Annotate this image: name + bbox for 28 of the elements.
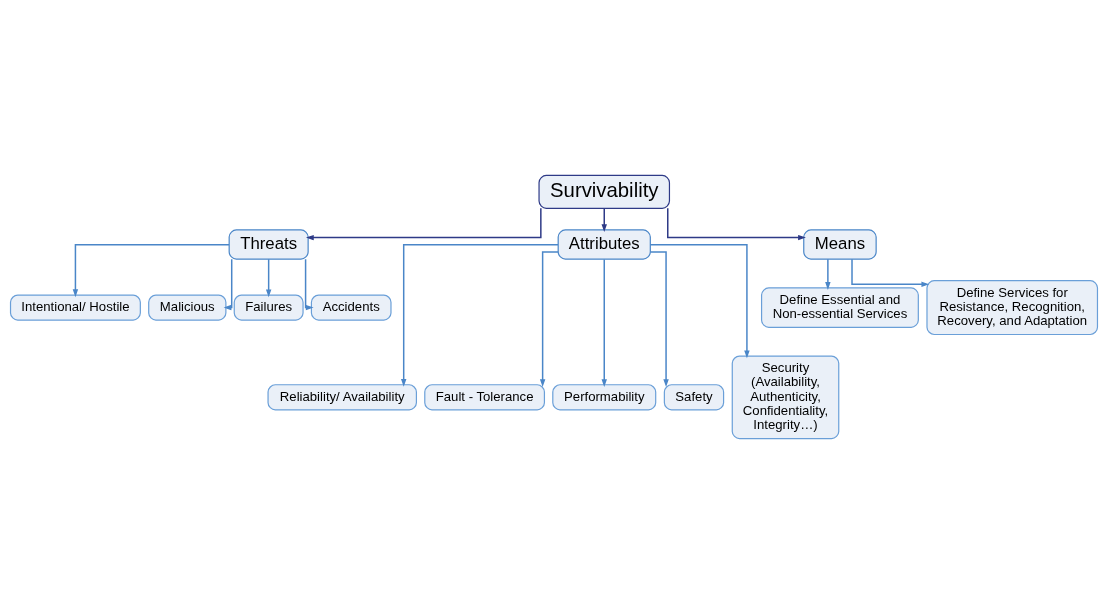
- arrow: [649, 243, 750, 358]
- arrow: [72, 243, 230, 297]
- node-box: Fault - Tolerance: [424, 383, 546, 410]
- arrow: [667, 207, 806, 240]
- node-box: Define Essential and Non-essential Services: [761, 286, 919, 328]
- arrow: [601, 258, 607, 387]
- node-box: Attributes: [557, 228, 651, 260]
- arrow: [265, 258, 272, 297]
- node-box: Malicious: [148, 293, 227, 321]
- node-box: Define Services for Resistance, Recognition, Recovery, and Adaptation: [926, 279, 1099, 335]
- arrow: [539, 250, 559, 387]
- node-box: Survivability: [538, 174, 671, 209]
- arrow: [304, 258, 314, 310]
- node-box: Failures: [233, 293, 304, 321]
- node-box: Safety: [663, 383, 725, 410]
- node-box: Intentional/ Hostile: [9, 293, 141, 321]
- arrow: [400, 243, 559, 387]
- node-box: Threats: [228, 228, 309, 260]
- node-box: Accidents: [310, 293, 392, 321]
- arrow: [851, 258, 930, 287]
- node-box: Performability: [552, 383, 657, 410]
- node-box: Security (Availability, Authenticity, Confidentiality, Integrity…): [731, 354, 840, 439]
- arrow: [223, 258, 233, 310]
- arrow: [649, 250, 669, 387]
- arrow: [305, 207, 542, 240]
- arrow: [825, 258, 831, 290]
- node-box: Means: [803, 228, 877, 260]
- node-box: Reliability/ Availability: [267, 383, 417, 410]
